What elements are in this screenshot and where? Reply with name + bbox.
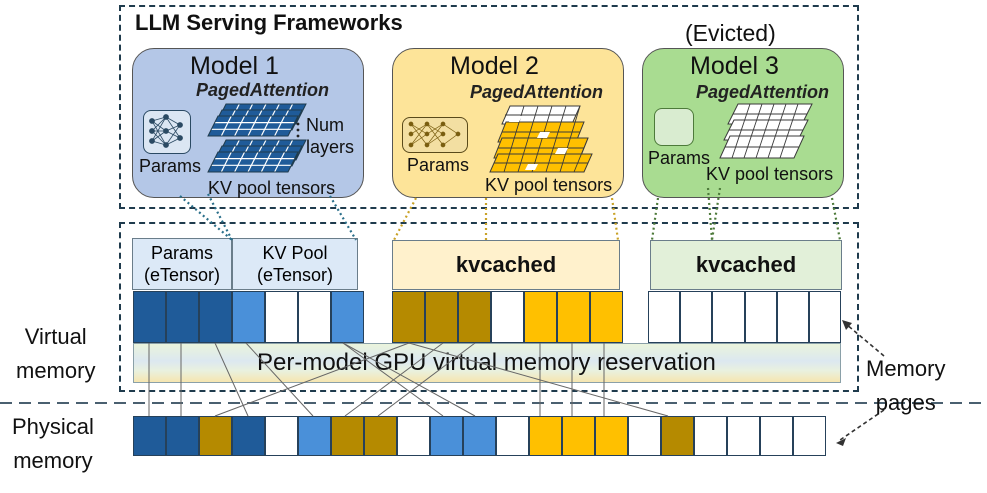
physical-page-1: [133, 416, 166, 456]
model-1-virtual-page-2: [166, 291, 199, 343]
physical-page-3: [199, 416, 232, 456]
model-2-attention: PagedAttention: [470, 82, 603, 102]
model-1-virtual-page-5: [265, 291, 298, 343]
physical-page-18: [694, 416, 727, 456]
virtual-memory-box: [119, 222, 859, 392]
model-1-params-label: Params: [139, 156, 202, 176]
model-3-params-label: Params: [648, 148, 711, 168]
physical-page-11: [463, 416, 496, 456]
physical-page-8: [364, 416, 397, 456]
kvpool-etensor-label: KV Pool (eTensor): [256, 243, 334, 285]
model-3-virtual-page-5: [776, 291, 809, 343]
model-2-kvcached-label: kvcached: [455, 252, 557, 277]
physical-page-16: [628, 416, 661, 456]
physical-page-9: [397, 416, 430, 456]
model-1-virtual-page-4: [232, 291, 265, 343]
physical-page-14: [562, 416, 595, 456]
physical-page-7: [331, 416, 364, 456]
model-3-virtual-page-1: [648, 291, 681, 343]
physical-page-6: [298, 416, 331, 456]
serving-frameworks-box: [119, 5, 859, 209]
model-3-virtual-page-2: [680, 291, 713, 343]
physical-page-12: [496, 416, 529, 456]
model-2-virtual-page-1: [392, 291, 425, 343]
memory-pages-label: Memory pages: [866, 356, 946, 415]
model-3-params-placeholder-icon: [654, 108, 694, 146]
model-2-virtual-page-5: [524, 291, 557, 343]
model-3-virtual-page-3: [712, 291, 745, 343]
params-etensor-label: Params (eTensor): [143, 243, 221, 285]
model-2-virtual-page-4: [491, 291, 524, 343]
num-layers-label: Num layers: [306, 115, 355, 157]
evicted-label: (Evicted): [685, 20, 776, 46]
frameworks-title: LLM Serving Frameworks: [135, 10, 403, 35]
model-2-title: Model 2: [450, 52, 539, 80]
model-3-kvcached-box: kvcached: [650, 240, 842, 290]
physical-page-13: [529, 416, 562, 456]
model-1-attention: PagedAttention: [196, 80, 329, 100]
model-1-virtual-page-1: [133, 291, 166, 343]
model-3-virtual-page-4: [744, 291, 777, 343]
model-3-title: Model 3: [690, 52, 779, 80]
model-1-kv-label: KV pool tensors: [208, 178, 336, 198]
model-2-kvcached-box: kvcached: [392, 240, 620, 290]
physical-page-20: [760, 416, 793, 456]
model-3-virtual-page-6: [809, 291, 842, 343]
model-1-title: Model 1: [190, 52, 279, 80]
model-2-params-network-icon: [402, 117, 468, 153]
model-3-kvcached-label: kvcached: [695, 252, 797, 277]
model-2-virtual-page-6: [557, 291, 590, 343]
kvpool-etensor-box: KV Pool (eTensor): [232, 238, 358, 290]
model-1-params-network-icon: [143, 110, 191, 154]
physical-page-2: [166, 416, 199, 456]
model-2-virtual-page-7: [590, 291, 623, 343]
virtual-memory-label: Virtual memory: [16, 324, 96, 383]
reservation-bar: [133, 343, 841, 383]
model-3-kv-label: KV pool tensors: [706, 164, 834, 184]
params-etensor-box: Params (eTensor): [132, 238, 232, 290]
model-2-kv-label: KV pool tensors: [485, 175, 613, 195]
model-2-params-label: Params: [407, 155, 470, 175]
physical-page-5: [265, 416, 298, 456]
model-3-attention: PagedAttention: [696, 82, 829, 102]
model-1-virtual-page-6: [298, 291, 331, 343]
physical-memory-label: Physical memory: [12, 414, 94, 473]
physical-page-21: [793, 416, 826, 456]
physical-page-17: [661, 416, 694, 456]
physical-page-19: [727, 416, 760, 456]
model-1-virtual-page-3: [199, 291, 232, 343]
model-2-virtual-page-2: [425, 291, 458, 343]
physical-page-10: [430, 416, 463, 456]
physical-page-15: [595, 416, 628, 456]
physical-page-4: [232, 416, 265, 456]
model-2-virtual-page-3: [458, 291, 491, 343]
model-1-virtual-page-7: [331, 291, 364, 343]
